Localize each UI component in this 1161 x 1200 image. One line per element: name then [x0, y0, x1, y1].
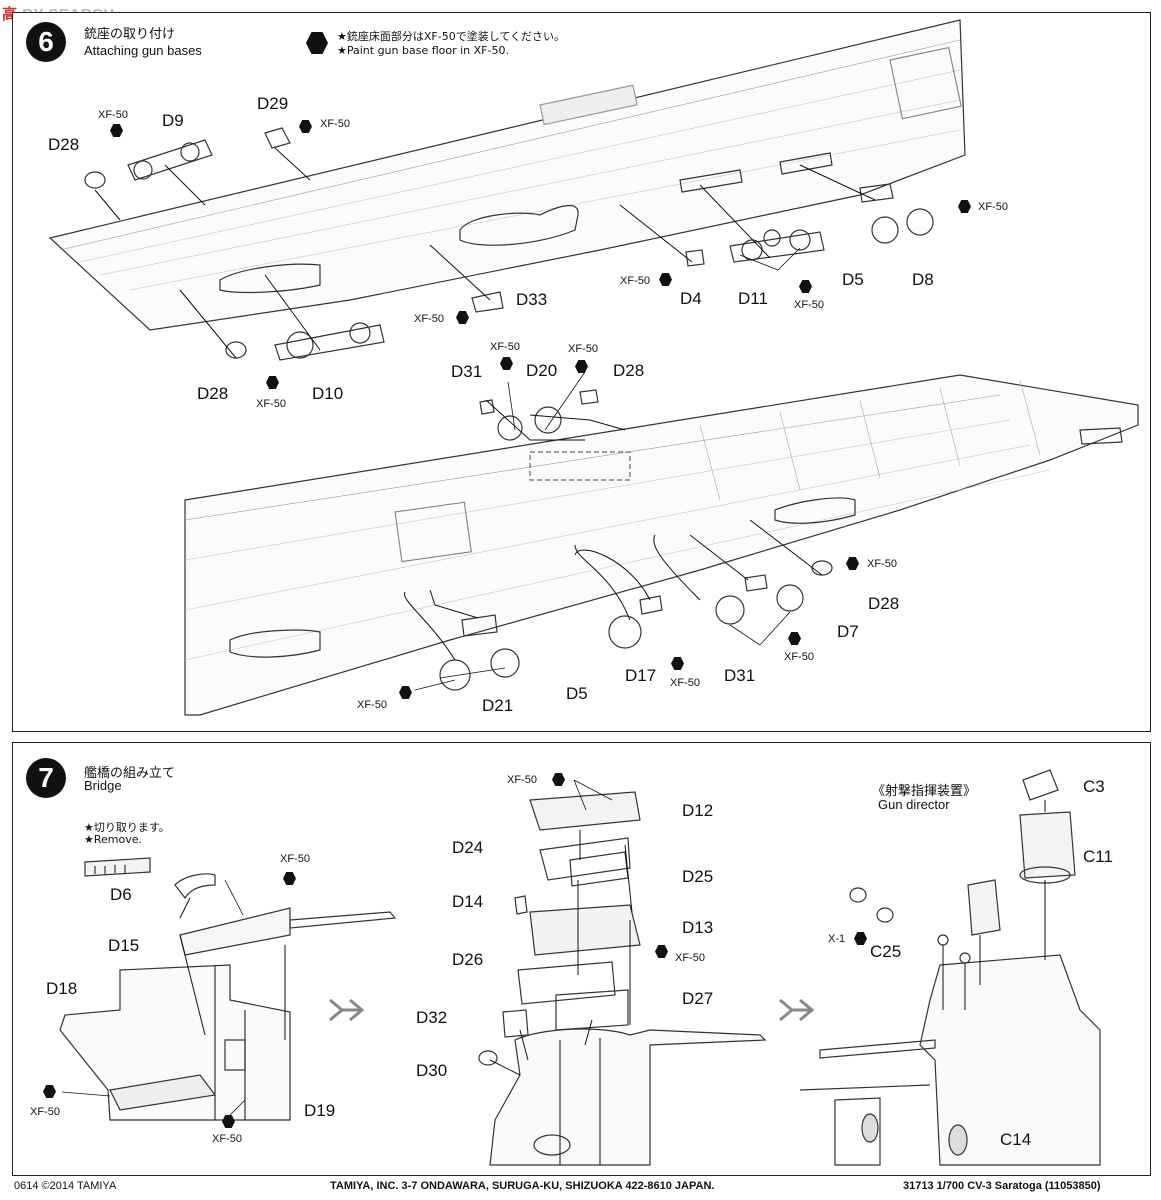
paint-label: XF-50 [320, 118, 350, 130]
paint-icon [958, 200, 971, 213]
paint-label: XF-50 [256, 398, 286, 410]
paint-label: XF-50 [568, 343, 598, 355]
step-6-number: 6 [26, 22, 66, 62]
part-label: D14 [452, 892, 484, 911]
paint-icon [671, 657, 684, 670]
paint-icon [283, 872, 296, 885]
paint-label: XF-50 [675, 952, 705, 964]
part-label: D10 [312, 384, 344, 403]
part-label: D31 [451, 362, 483, 381]
paint-label: XF-50 [357, 699, 387, 711]
part-label: D28 [868, 594, 900, 613]
part-label: D21 [482, 696, 514, 715]
part-label: D33 [516, 290, 548, 309]
part-label: C3 [1083, 777, 1105, 796]
paint-icon [552, 773, 565, 786]
paint-label: XF-50 [670, 677, 700, 689]
part-label: D28 [197, 384, 229, 403]
footer-company: TAMIYA, INC. 3-7 ONDAWARA, SURUGA-KU, SH… [330, 1180, 715, 1192]
paint-label: XF-50 [794, 299, 824, 311]
paint-icon [222, 1115, 235, 1128]
gun-director-title-en: Gun director [878, 797, 950, 812]
paint-icon [43, 1085, 56, 1098]
paint-icon [299, 120, 312, 133]
paint-icon [500, 357, 513, 370]
step-7-note-jp: ★切り取ります。 [84, 821, 170, 834]
footer-copyright: 0614 ©2014 TAMIYA [14, 1180, 117, 1192]
paint-icon [854, 932, 867, 945]
gun-director-title-jp: 《射撃指揮装置》 [872, 784, 977, 799]
part-label: D28 [48, 135, 80, 154]
part-label: D18 [46, 979, 78, 998]
part-label: D7 [837, 622, 859, 641]
part-label: D31 [724, 666, 756, 685]
step-6-title-jp: 銃座の取り付け [84, 27, 176, 42]
part-label: D15 [108, 936, 140, 955]
part-label: D30 [416, 1061, 448, 1080]
paint-label: XF-50 [212, 1133, 242, 1145]
step-6-note-jp: ★銃座床面部分はXF-50で塗装してください。 [337, 30, 566, 43]
part-label: D11 [738, 289, 768, 308]
part-label: D26 [452, 950, 484, 969]
paint-icon [399, 686, 412, 699]
paint-label: XF-50 [414, 313, 444, 325]
paint-label: XF-50 [98, 109, 128, 121]
paint-label: XF-50 [978, 201, 1008, 213]
part-label: D24 [452, 838, 484, 857]
step-7-title-jp: 艦橋の組み立て [84, 766, 176, 781]
paint-icon [575, 360, 588, 373]
part-label: D29 [257, 94, 289, 113]
paint-icon [799, 280, 812, 293]
part-label: C25 [870, 942, 902, 961]
paint-label: XF-50 [30, 1106, 60, 1118]
paint-x1-label: X-1 [828, 933, 846, 945]
part-label: D19 [304, 1101, 336, 1120]
step-6-note-en: ★Paint gun base floor in XF-50. [337, 44, 509, 57]
step-7-number: 7 [26, 758, 66, 798]
paint-icon [788, 632, 801, 645]
part-label: D20 [526, 361, 558, 380]
part-label: C14 [1000, 1130, 1032, 1149]
part-label: D27 [682, 989, 714, 1008]
paint-icon [110, 124, 123, 137]
paint-label: XF-50 [280, 853, 310, 865]
paint-icon [655, 945, 668, 958]
paint-icon [266, 376, 279, 389]
paint-label: XF-50 [867, 558, 897, 570]
paint-label: XF-50 [507, 774, 537, 786]
paint-icon [846, 557, 859, 570]
paint-icon [306, 32, 328, 54]
part-label: C11 [1083, 847, 1113, 866]
part-label: D28 [613, 361, 645, 380]
part-label: D25 [682, 867, 714, 886]
paint-label: XF-50 [784, 651, 814, 663]
part-label: D6 [110, 885, 132, 904]
part-label: D9 [162, 111, 184, 130]
part-label: D13 [682, 918, 714, 937]
paint-icon [659, 273, 672, 286]
step-7-note-en: ★Remove. [84, 833, 142, 846]
step-6-title-en: Attaching gun bases [84, 43, 202, 58]
step-7-title-en: Bridge [84, 778, 122, 793]
part-label: D8 [912, 270, 934, 289]
part-label: D17 [625, 666, 657, 685]
part-label: D32 [416, 1008, 448, 1027]
part-label: D4 [680, 289, 702, 308]
part-label: D5 [566, 684, 588, 703]
footer-product: 31713 1/700 CV-3 Saratoga (11053850) [903, 1180, 1101, 1192]
part-label: D5 [842, 270, 864, 289]
part-label: D12 [682, 801, 714, 820]
paint-label: XF-50 [620, 275, 650, 287]
paint-label: XF-50 [490, 341, 520, 353]
paint-icon [456, 311, 469, 324]
